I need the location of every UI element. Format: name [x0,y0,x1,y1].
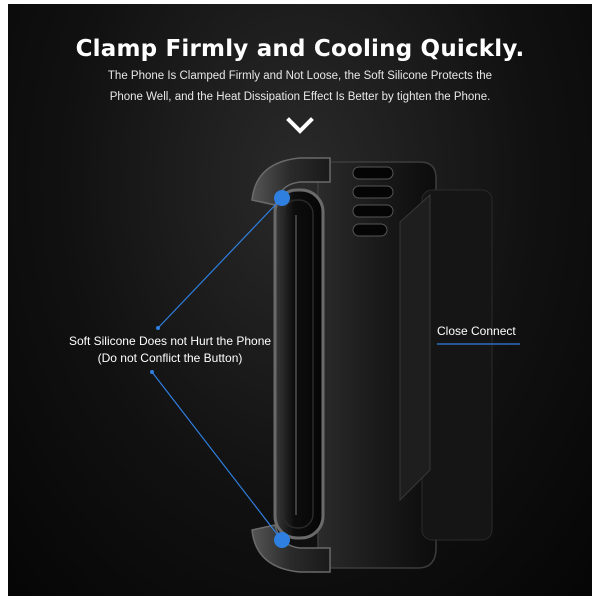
silicone-pad-bottom [274,532,290,548]
callout-lines [151,199,520,539]
silicone-callout: Soft Silicone Does not Hurt the Phone (D… [40,333,300,367]
silicone-callout-line2: (Do not Conflict the Button) [97,351,243,365]
banner-title: Clamp Firmly and Cooling Quickly. [75,36,525,62]
banner-subtitle-line2: Phone Well, and the Heat Dissipation Eff… [109,91,491,103]
close-connect-callout: Close Connect [437,324,516,338]
silicone-callout-line1: Soft Silicone Does not Hurt the Phone [68,334,272,348]
frame-top [0,0,600,4]
phone-silhouette [273,188,325,540]
cooler-body [317,161,493,569]
frame-bottom [0,596,600,600]
chevron-down-icon [286,117,314,134]
frame-right [592,0,600,600]
banner-subtitle-line1: The Phone Is Clamped Firmly and Not Loos… [107,70,493,82]
frame-left [0,0,8,600]
